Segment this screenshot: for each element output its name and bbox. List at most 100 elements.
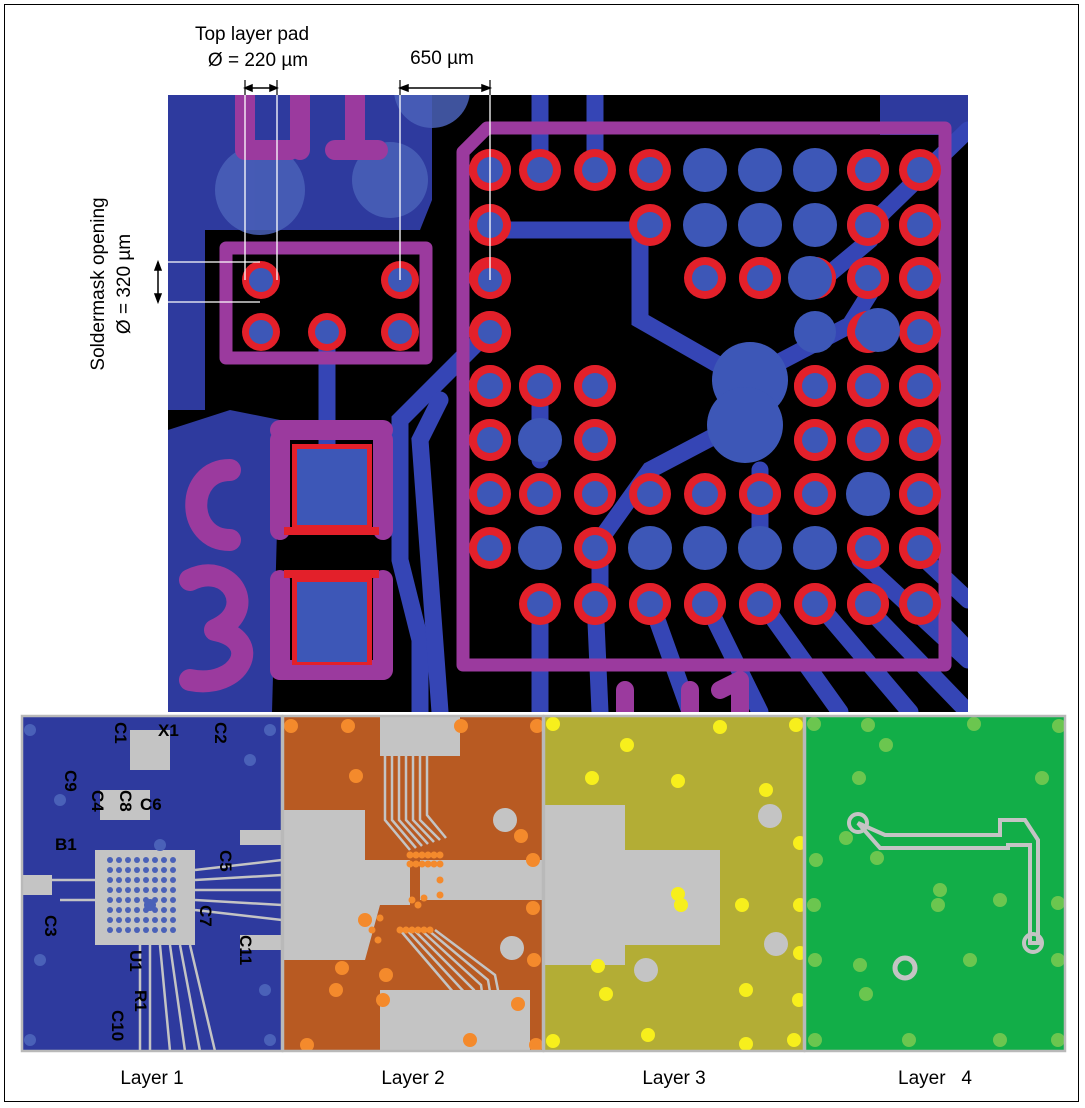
bga-dot: [134, 927, 140, 933]
via-dot: [368, 926, 376, 934]
capacitor-outline-bottom: [270, 570, 393, 680]
via-dot: [933, 883, 947, 897]
bga-pad: [802, 373, 828, 399]
silk-ref: C4: [88, 790, 107, 812]
bga-pad-filled: [846, 472, 890, 516]
u1-outline: [456, 121, 952, 672]
bga-dot: [161, 877, 167, 883]
silk-ref: C1: [111, 722, 130, 744]
bga-pad-filled: [683, 526, 727, 570]
layer4-border: [803, 714, 1067, 1053]
via-dot: [879, 738, 893, 752]
layer2-traces: [383, 716, 543, 1051]
via-dot: [807, 717, 821, 731]
bga-dot: [125, 897, 131, 903]
void: [100, 790, 150, 820]
caption-layer1: Layer 1: [120, 1068, 184, 1089]
via-dot: [993, 893, 1007, 907]
via-dot: [808, 1033, 822, 1047]
via-dot: [396, 926, 404, 934]
bga-dot: [161, 887, 167, 893]
soldermask-label: Soldermask opening: [88, 197, 109, 370]
via-dot: [376, 914, 384, 922]
bga-dot: [161, 867, 167, 873]
via-dot: [34, 954, 46, 966]
via-dot: [24, 724, 36, 736]
layer1-thumbnail: X1 C2 C1 C8 C9 C4 B1 C3 C5 C6 C7 C11 U1 …: [22, 716, 282, 1051]
via-dot: [808, 953, 822, 967]
via-dot: [414, 901, 422, 909]
via-dot: [259, 984, 271, 996]
layer2-thumbnail: [283, 716, 543, 1051]
via-dot: [420, 926, 428, 934]
bga-dot: [152, 867, 158, 873]
via-dot: [526, 901, 540, 915]
bga-pad: [692, 481, 718, 507]
bga-dot: [170, 887, 176, 893]
silk-ref: C10: [108, 1010, 127, 1041]
top-pad-diameter: Ø = 220 µm: [208, 50, 308, 71]
bga-pad-filled: [518, 418, 562, 462]
layer3-thumbnail: [544, 716, 804, 1051]
bga-dot: [125, 887, 131, 893]
silk-1-glyph: [325, 95, 388, 160]
via-dot: [335, 961, 349, 975]
silk-u-glyph: [616, 681, 699, 712]
via-dot: [870, 851, 884, 865]
void: [240, 935, 282, 950]
capacitor-pad: [297, 582, 367, 662]
via-dot: [861, 718, 875, 732]
layer1-bga-dots: [24, 724, 276, 1046]
bga-dot: [161, 857, 167, 863]
via-dot: [436, 860, 444, 868]
bga-dot: [161, 927, 167, 933]
layer4-thumbnail: [805, 716, 1065, 1051]
bga-dot: [143, 867, 149, 873]
bga-dot: [143, 887, 149, 893]
bga-dot: [107, 897, 113, 903]
layer4-trace: [856, 818, 1040, 945]
via-dot: [620, 738, 634, 752]
via-dot: [463, 1033, 477, 1047]
silk-c-glyph: [185, 459, 241, 551]
bga-pad: [527, 373, 553, 399]
bga-dot: [125, 917, 131, 923]
bga-dot: [143, 927, 149, 933]
bga-dot: [152, 927, 158, 933]
arrow-head: [153, 293, 163, 305]
via-dot: [793, 836, 804, 850]
bga-dot: [125, 857, 131, 863]
via-clearance: [394, 95, 470, 128]
trace: [411, 391, 449, 712]
bga-pad-grid: [469, 148, 941, 625]
via-dot: [793, 946, 804, 960]
via-dot: [1051, 1033, 1065, 1047]
caption-layer3: Layer 3: [642, 1068, 706, 1089]
via-dot: [527, 953, 541, 967]
capacitor-outline-top: [270, 420, 393, 540]
trace-bundle: [194, 858, 282, 922]
bga-pad: [527, 481, 553, 507]
bga-dot: [116, 877, 122, 883]
via-dot: [739, 983, 753, 997]
layer4-via-dots: [807, 717, 1065, 1047]
bga-pad-filled: [518, 526, 562, 570]
via-dot: [787, 1033, 801, 1047]
bga-dot: [107, 887, 113, 893]
via-dot: [414, 926, 422, 934]
via-dot: [406, 860, 414, 868]
via-dot: [852, 771, 866, 785]
bga-dot: [107, 867, 113, 873]
via-dot: [402, 926, 410, 934]
b1-pad: [388, 320, 412, 344]
void-dot: [500, 936, 524, 960]
bga-dot: [116, 857, 122, 863]
via-dot: [430, 860, 438, 868]
bga-pad: [637, 481, 663, 507]
via-dot: [430, 851, 438, 859]
bga-pad: [582, 427, 608, 453]
via-dot: [902, 1033, 916, 1047]
via-clearance: [352, 142, 428, 218]
via-dot: [420, 894, 428, 902]
via-dot: [436, 851, 444, 859]
